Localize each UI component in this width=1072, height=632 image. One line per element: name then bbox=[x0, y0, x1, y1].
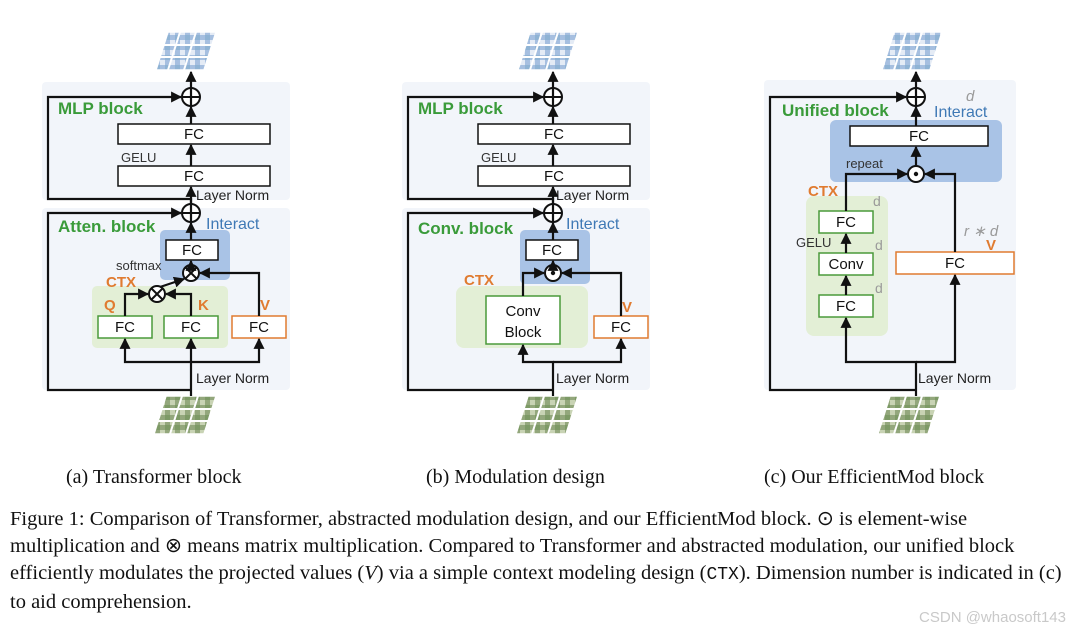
fc-v-c-label: FC bbox=[945, 255, 965, 272]
fc-q-a-label: FC bbox=[115, 319, 135, 336]
v-label-c: V bbox=[986, 237, 996, 254]
mlp-block-label-b: MLP block bbox=[418, 99, 503, 118]
figure-caption: Figure 1: Comparison of Transformer, abs… bbox=[10, 506, 1066, 616]
mlp-block-label-a: MLP block bbox=[58, 99, 143, 118]
arrows-a bbox=[46, 70, 265, 396]
ctx-label-b: CTX bbox=[464, 272, 494, 289]
caption-part-3: ). Dimension number is indicated in (c) … bbox=[10, 562, 1062, 613]
arrows-b bbox=[406, 70, 627, 396]
fc-interact-b-label: FC bbox=[542, 242, 562, 259]
output-image-patch-a bbox=[154, 31, 218, 71]
fc-v-b-label: FC bbox=[611, 319, 631, 336]
panel-c: Unified block d Interact FC repeat CTX d… bbox=[764, 31, 1016, 435]
output-image-patch-b bbox=[516, 31, 580, 71]
conv-block-label-b: Conv. block bbox=[418, 219, 514, 238]
d3-c: d bbox=[875, 280, 883, 296]
gelu-label-c: GELU bbox=[796, 235, 831, 250]
matmul-op-top-a bbox=[182, 264, 200, 282]
repeat-label-c: repeat bbox=[846, 156, 883, 171]
d1-c: d bbox=[873, 193, 881, 209]
layer-norm-bottom-b: Layer Norm bbox=[556, 370, 629, 386]
k-label-a: K bbox=[198, 297, 209, 314]
sub-caption-a: (a) Transformer block bbox=[66, 466, 242, 488]
rd-label-c: r ∗ d bbox=[964, 223, 999, 240]
interact-label-a: Interact bbox=[206, 216, 260, 233]
input-image-patch-c bbox=[876, 395, 942, 435]
fc-mid-a-label: FC bbox=[184, 168, 204, 185]
fc-top-b-label: FC bbox=[544, 126, 564, 143]
conv-c-label: Conv bbox=[828, 256, 864, 273]
ctx-label-c: CTX bbox=[808, 183, 838, 200]
fc-top-c-label: FC bbox=[909, 128, 929, 145]
matmul-op-bottom-a bbox=[148, 285, 166, 303]
conv-block-box-b bbox=[485, 295, 561, 345]
conv-line2-b: Block bbox=[505, 324, 542, 341]
d2-c: d bbox=[875, 237, 883, 253]
q-label-a: Q bbox=[104, 297, 116, 314]
fc-v-a-label: FC bbox=[249, 319, 269, 336]
gelu-label-b: GELU bbox=[481, 150, 516, 165]
fc1-c-label: FC bbox=[836, 214, 856, 231]
input-image-patch-b bbox=[514, 395, 580, 435]
caption-ctx-mono: CTX bbox=[706, 565, 739, 585]
fc2-c-label: FC bbox=[836, 298, 856, 315]
gelu-label-a: GELU bbox=[121, 150, 156, 165]
caption-var-v: V bbox=[364, 562, 377, 584]
fc-k-a-label: FC bbox=[181, 319, 201, 336]
layer-norm-top-b: Layer Norm bbox=[556, 187, 629, 203]
output-image-patch-c bbox=[880, 31, 944, 71]
v-label-b: V bbox=[622, 299, 632, 316]
fc-mid-b-label: FC bbox=[544, 168, 564, 185]
caption-part-1: Figure 1: Comparison of Transformer, abs… bbox=[10, 508, 1015, 584]
softmax-label-a: softmax bbox=[116, 258, 162, 273]
input-image-patch-a bbox=[152, 395, 218, 435]
ctx-label-a: CTX bbox=[106, 274, 136, 291]
fc-top-a-label: FC bbox=[184, 126, 204, 143]
interact-label-b: Interact bbox=[566, 216, 620, 233]
figure-diagram: MLP block FC GELU FC Layer Norm Atten. b… bbox=[42, 31, 1016, 435]
v-label-a: V bbox=[260, 297, 270, 314]
arrows-c bbox=[768, 70, 961, 396]
panel-a: MLP block FC GELU FC Layer Norm Atten. b… bbox=[42, 31, 290, 435]
fc-interact-a-label: FC bbox=[182, 242, 202, 259]
elementwise-op-b bbox=[544, 264, 562, 282]
d-top-c: d bbox=[966, 88, 975, 105]
interact-label-c: Interact bbox=[934, 104, 988, 121]
unified-block-label-c: Unified block bbox=[782, 101, 889, 120]
sub-caption-b: (b) Modulation design bbox=[426, 466, 605, 488]
panel-b: MLP block FC GELU FC Layer Norm Conv. bl… bbox=[402, 31, 650, 435]
atten-block-label-a: Atten. block bbox=[58, 217, 156, 236]
conv-line1-b: Conv bbox=[505, 303, 541, 320]
sub-caption-c: (c) Our EfficientMod block bbox=[764, 466, 985, 488]
layer-norm-bottom-a: Layer Norm bbox=[196, 370, 269, 386]
layer-norm-top-a: Layer Norm bbox=[196, 187, 269, 203]
caption-part-2: ) via a simple context modeling design ( bbox=[376, 562, 707, 584]
layer-norm-c: Layer Norm bbox=[918, 370, 991, 386]
elementwise-op-c bbox=[907, 165, 925, 183]
watermark: CSDN @whaosoft143 bbox=[919, 609, 1066, 626]
